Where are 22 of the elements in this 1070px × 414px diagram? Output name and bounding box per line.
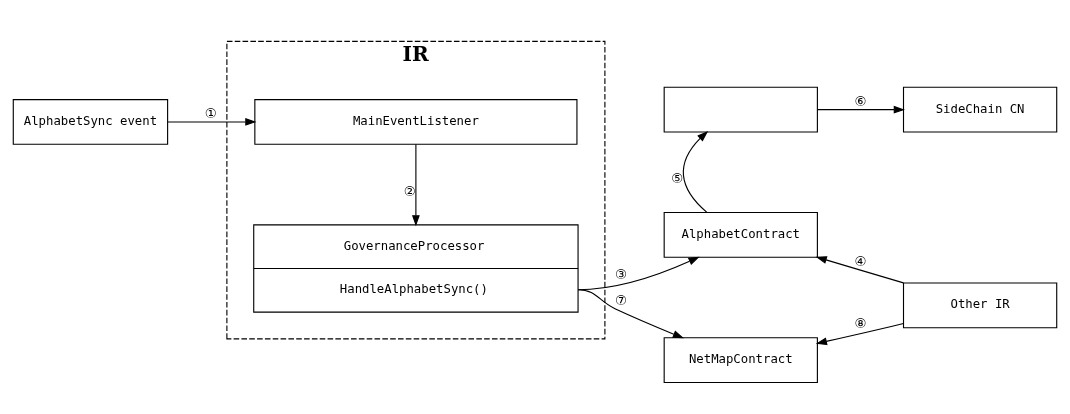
edge-label: ⑤ xyxy=(671,170,684,186)
arrow xyxy=(815,255,904,283)
node-box: Other IR xyxy=(902,281,1058,328)
edge-label: ④ xyxy=(854,253,867,269)
node-box: NetMapContract xyxy=(663,336,818,383)
node-box: AlphabetSync event xyxy=(12,98,169,145)
edge-label: ⑥ xyxy=(854,93,867,109)
arrow xyxy=(577,288,684,338)
edge-label: ⑦ xyxy=(615,292,628,308)
node-box: AlphabetContract xyxy=(663,211,818,258)
arrow xyxy=(682,130,709,213)
arrow xyxy=(411,143,420,226)
edge-label: ① xyxy=(204,105,217,121)
node-box xyxy=(663,86,818,133)
arrow xyxy=(815,322,904,345)
edge-label: ⑧ xyxy=(854,315,867,331)
arrow xyxy=(167,117,257,126)
arrow xyxy=(817,105,905,114)
edge-label: ③ xyxy=(615,266,628,282)
node-box: MainEventListener xyxy=(254,98,578,145)
edge-label: ② xyxy=(403,183,416,199)
node-box: SideChain CN xyxy=(902,86,1058,133)
